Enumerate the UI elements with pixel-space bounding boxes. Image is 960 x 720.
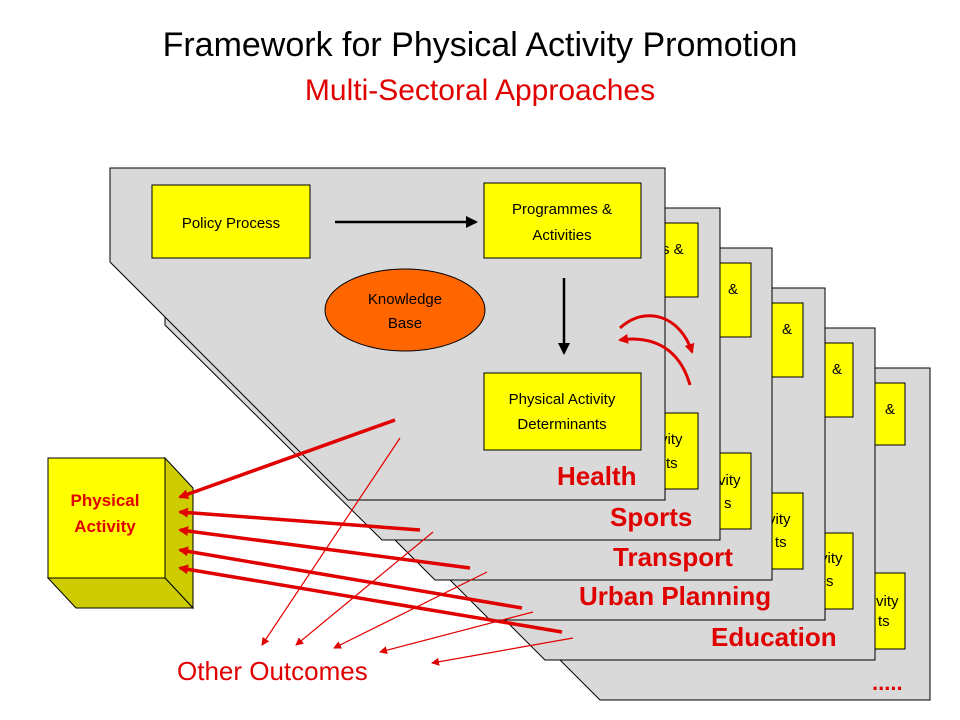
knowledge-label-line1: Knowledge [368,291,442,308]
sector-label-sports: Sports [610,502,692,532]
outcome-arrow-2 [295,531,434,646]
programmes-fragment-5: & [885,401,895,418]
curved-arrow-right [618,314,695,354]
health-to-pa-arrow [178,418,396,500]
physical-activity-label-line2: Activity [74,517,136,536]
determinants-fragment-5b: ts [878,613,890,630]
programmes-fragment-2: & [728,281,738,298]
urban-planning-to-pa-arrow [178,546,523,610]
sector-label-health: Health [557,461,636,491]
outcome-arrow-4 [379,611,534,655]
determinants-fragment-3b: ts [775,534,787,551]
determinants-box [483,372,642,451]
determinants-fragment-5a: vity [876,593,899,610]
determinants-fragment-4a: vity [820,550,843,567]
sports-to-pa-arrow [178,507,421,532]
sector-label-transport: Transport [613,542,733,572]
determinants-box-2 [717,452,752,530]
determinants-fragment-1a: vity [660,431,683,448]
policy-process-box [151,184,311,259]
physical-activity-box [47,457,166,579]
knowledge-label-line2: Base [388,315,422,332]
curved-arrow-left [618,333,692,386]
determinants-fragment-4b: s [826,573,834,590]
physical-activity-label-line1: Physical [71,491,140,510]
programmes-fragment-3: & [782,321,792,338]
outcome-arrow-1 [261,437,401,646]
determinants-label-line2: Determinants [517,416,606,433]
programmes-fragment-1: s & [662,241,684,258]
more-sectors-indicator: ..... [872,670,903,695]
determinants-box-3 [769,492,804,570]
determinants-fragment-1b: ts [666,455,678,472]
diagram-title: Framework for Physical Activity Promotio… [162,26,798,64]
determinants-label-line1: Physical Activity [509,391,616,408]
transport-to-pa-arrow [178,526,471,570]
determinants-fragment-2a: vity [718,472,741,489]
other-outcomes-label: Other Outcomes [177,656,368,686]
sector-label-urban-planning: Urban Planning [579,581,771,611]
determinants-box-5 [874,572,906,650]
determinants-fragment-3a: vity [768,511,791,528]
knowledge-base-node [324,268,486,352]
programmes-box-3 [769,302,804,378]
determinants-fragment-2b: s [724,495,732,512]
outcome-arrow-3 [333,571,488,649]
diagram-subtitle: Multi-Sectoral Approaches [304,74,656,107]
outcome-arrow-5 [431,637,574,666]
programmes-label-line2: Activities [532,227,591,244]
programmes-label-line1: Programmes & [512,201,612,218]
programmes-activities-box [483,182,642,259]
sector-label-education: Education [711,622,837,652]
policy-process-label: Policy Process [182,215,280,232]
programmes-fragment-4: & [832,361,842,378]
programmes-box-5 [874,382,906,446]
programmes-box-2 [717,262,752,338]
